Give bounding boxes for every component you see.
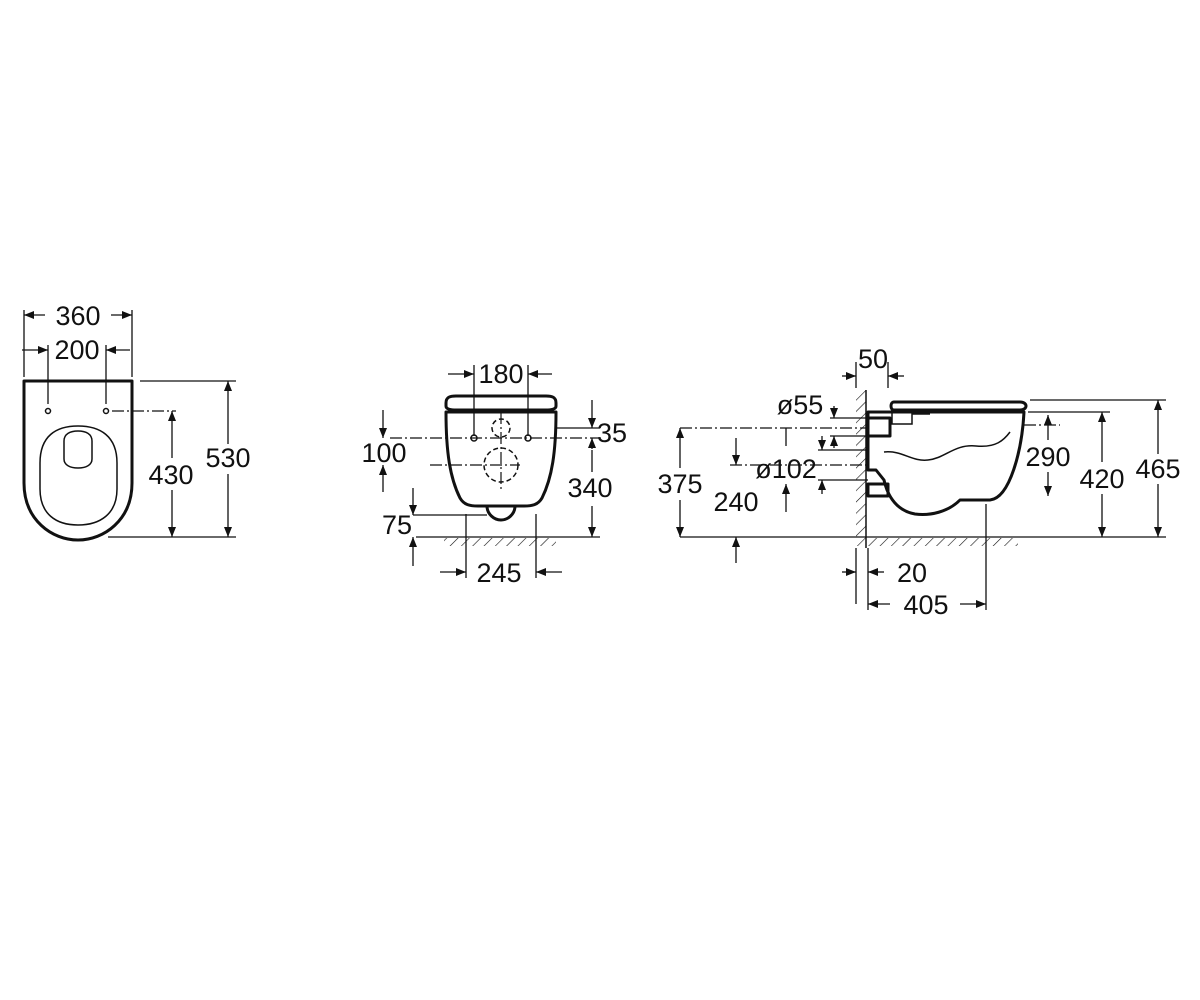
dim-50-label: 50 bbox=[858, 344, 888, 374]
dim-340-label: 340 bbox=[567, 473, 612, 503]
dim-430-label: 430 bbox=[148, 460, 193, 490]
front-view-floor-hatch bbox=[444, 538, 556, 546]
dim-200-label: 200 bbox=[54, 335, 99, 365]
top-view-bowl-outline bbox=[22, 379, 134, 542]
front-view: 180 35 340 100 75 245 bbox=[361, 359, 627, 588]
dim-180-label: 180 bbox=[478, 359, 523, 389]
top-view-bowl-opening bbox=[63, 430, 93, 469]
side-view-outlet bbox=[866, 482, 890, 498]
dim-20-label: 20 bbox=[897, 558, 927, 588]
side-view: 50 ø55 ø102 375 240 bbox=[657, 344, 1180, 620]
top-view-fixing-hole-right bbox=[102, 407, 110, 415]
side-view-inlet bbox=[866, 416, 892, 438]
dim-465-label: 465 bbox=[1135, 454, 1180, 484]
top-view: 360 200 530 430 bbox=[22, 301, 251, 542]
front-view-bowl bbox=[444, 410, 558, 508]
side-view-wall-hatch bbox=[856, 390, 866, 546]
dim-75-label: 75 bbox=[382, 510, 412, 540]
front-view-waste-outlet bbox=[485, 504, 517, 522]
dim-o102-label: ø102 bbox=[755, 454, 817, 484]
dim-245-label: 245 bbox=[476, 558, 521, 588]
top-view-bowl-inner bbox=[39, 425, 118, 526]
dim-375-label: 375 bbox=[657, 469, 702, 499]
dim-35-label: 35 bbox=[597, 418, 627, 448]
dim-360-label: 360 bbox=[55, 301, 100, 331]
side-view-seat bbox=[889, 400, 1028, 412]
dim-240-label: 240 bbox=[713, 487, 758, 517]
front-view-seat bbox=[444, 394, 558, 412]
dim-420-label: 420 bbox=[1079, 464, 1124, 494]
dim-290-label: 290 bbox=[1025, 442, 1070, 472]
top-view-fixing-hole-left bbox=[44, 407, 52, 415]
dim-530-label: 530 bbox=[205, 443, 250, 473]
dim-o55-label: ø55 bbox=[777, 390, 824, 420]
side-view-trapway bbox=[883, 431, 1011, 461]
dim-100-label: 100 bbox=[361, 438, 406, 468]
side-view-hinge bbox=[891, 410, 930, 425]
side-view-floor-hatch bbox=[866, 538, 1018, 546]
dim-405-label: 405 bbox=[903, 590, 948, 620]
